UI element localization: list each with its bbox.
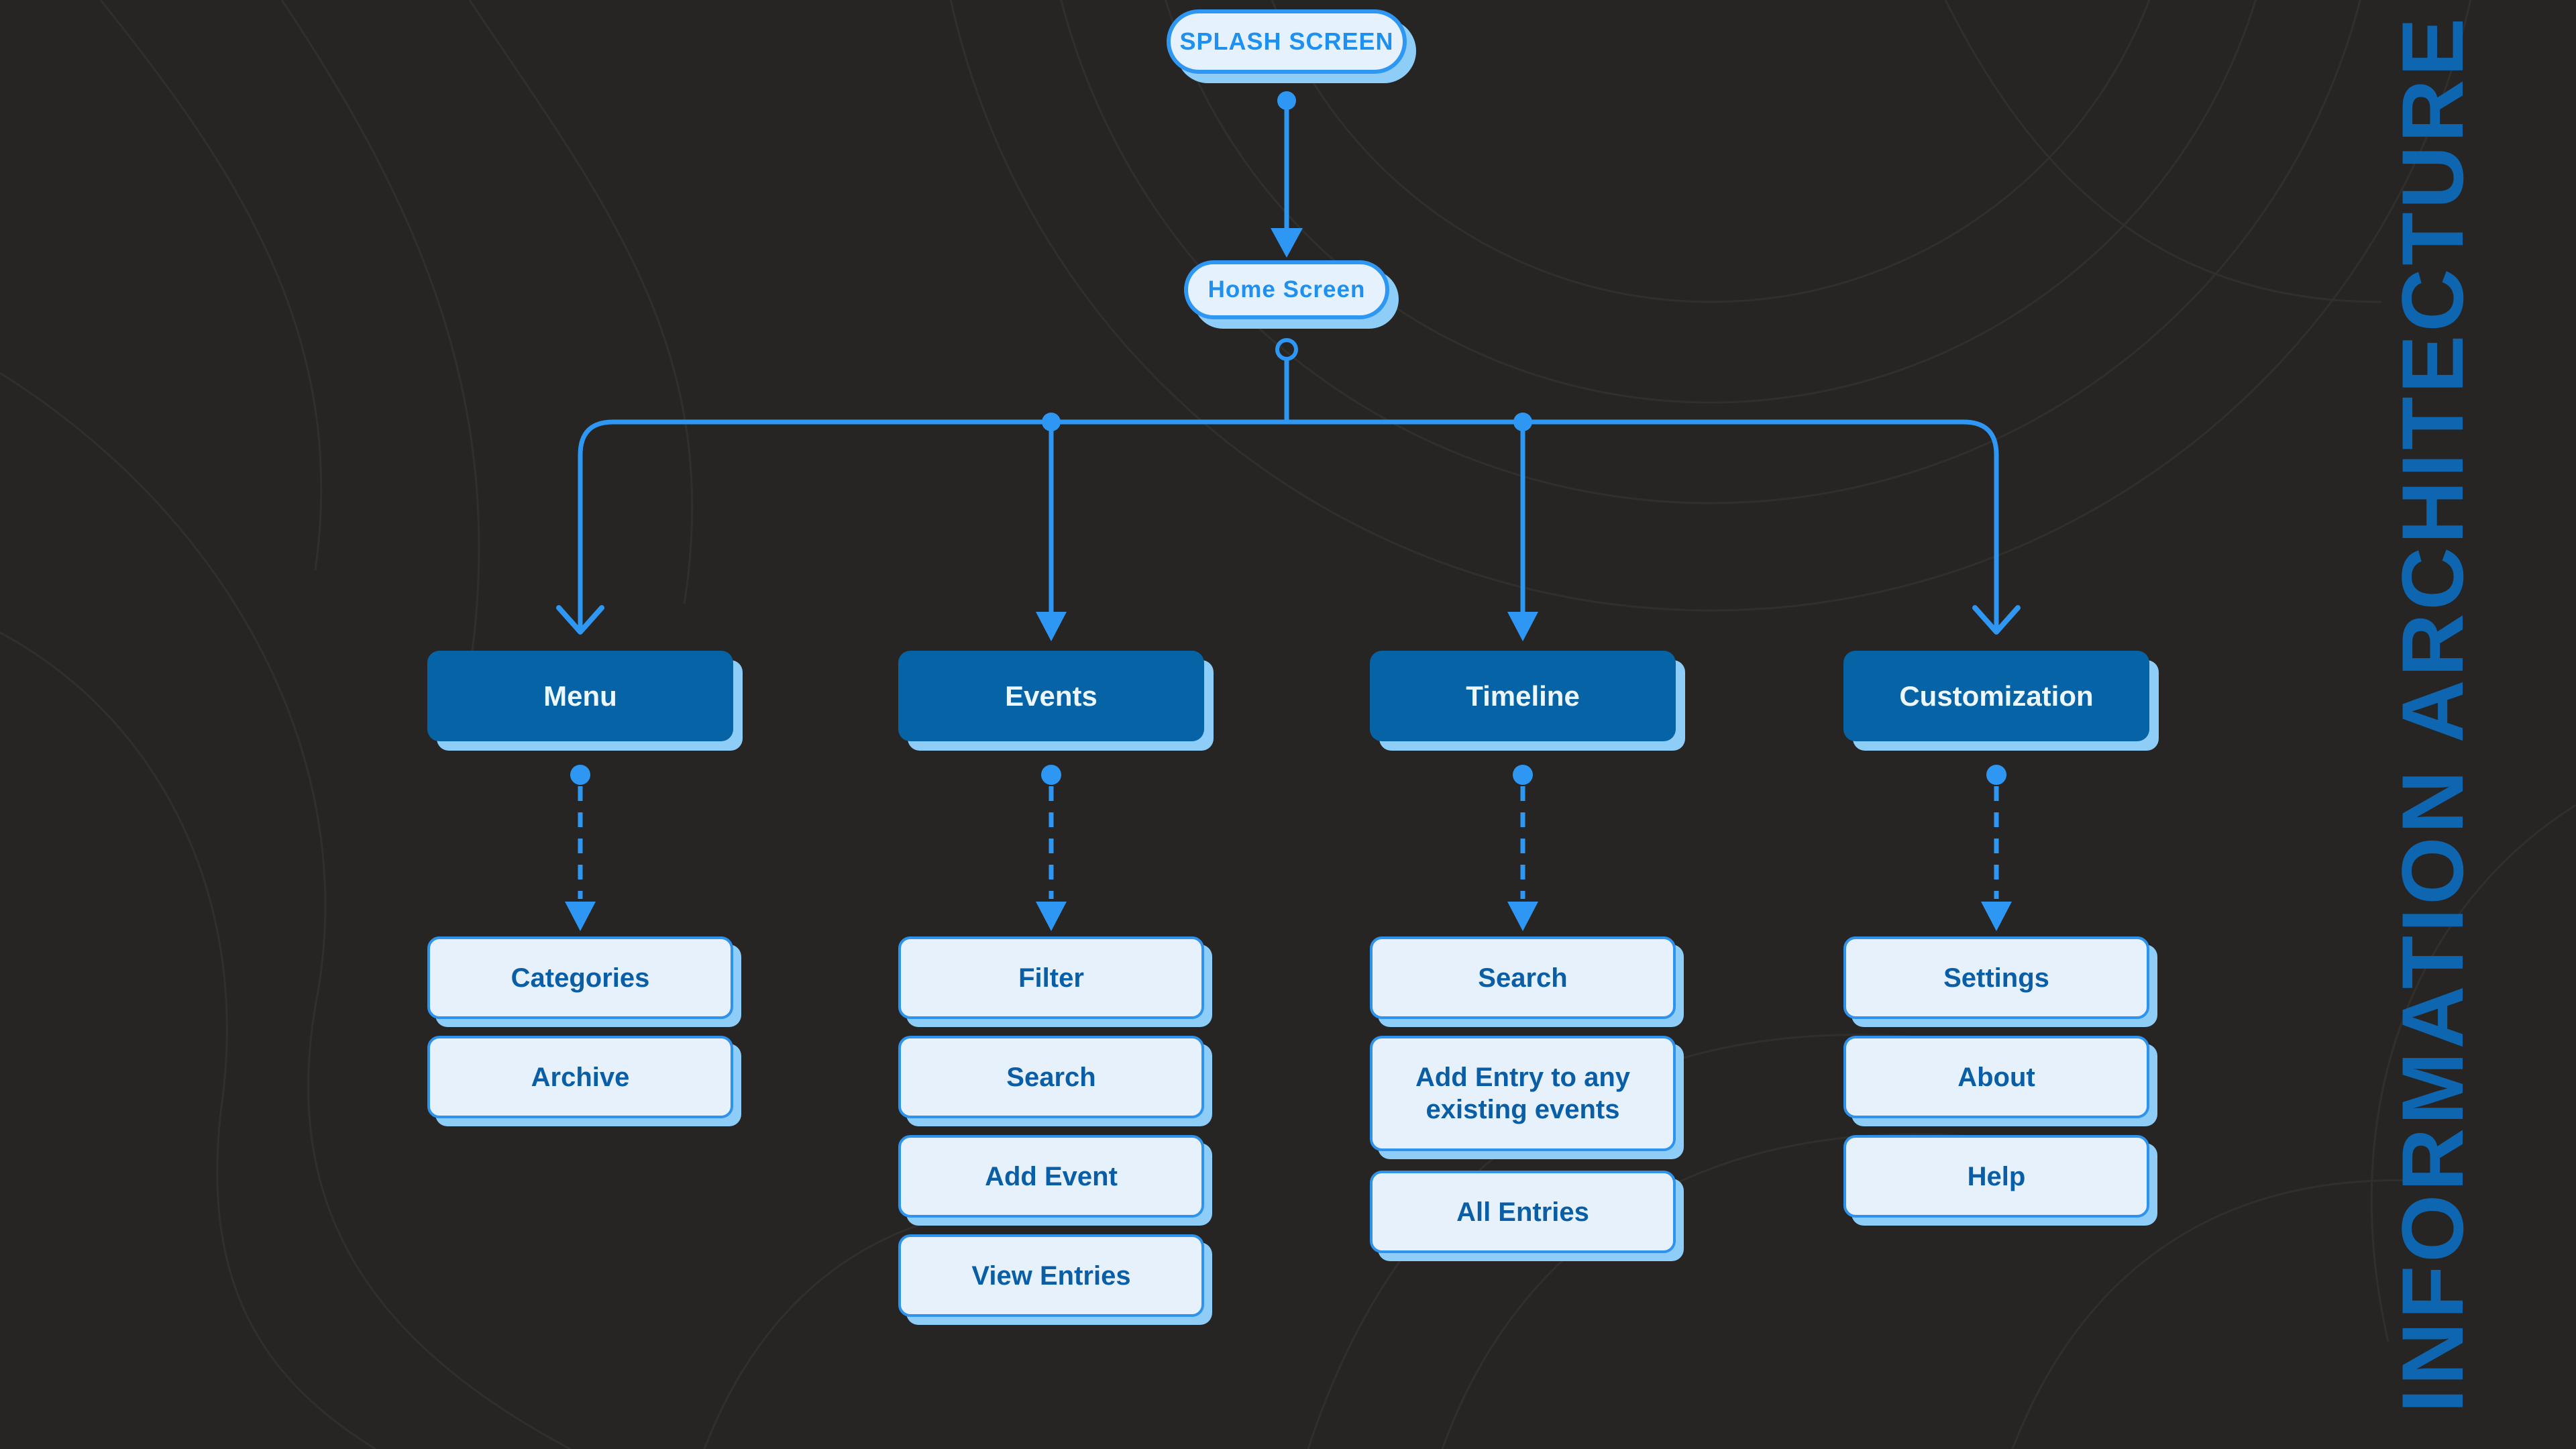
connector-dot: [1277, 91, 1296, 110]
dashed-drop-customization: [1981, 765, 2012, 931]
side-title-vertical: INFORMATION ARCHITECTURE: [2383, 14, 2481, 1413]
node-events-add-event: Add Event: [898, 1135, 1204, 1218]
node-customization-about: About: [1843, 1036, 2149, 1118]
node-events: Events: [898, 651, 1204, 741]
connector-ring: [1275, 338, 1298, 361]
node-timeline-add-entry: Add Entry to any existing events: [1370, 1036, 1676, 1151]
arrowhead-filled: [1507, 612, 1538, 641]
branch-rail: [578, 419, 1999, 455]
node-timeline-search: Search: [1370, 936, 1676, 1019]
connector-dot: [1513, 413, 1532, 431]
dashed-drop-timeline: [1507, 765, 1538, 931]
arrowhead-filled: [1271, 228, 1303, 258]
node-menu-categories: Categories: [427, 936, 733, 1019]
connector-dot: [1042, 413, 1061, 431]
arrowhead-chevron: [1972, 605, 2021, 635]
node-timeline-all-entries: All Entries: [1370, 1171, 1676, 1253]
node-customization-settings: Settings: [1843, 936, 2149, 1019]
node-menu-archive: Archive: [427, 1036, 733, 1118]
node-timeline: Timeline: [1370, 651, 1676, 741]
node-events-view-entries: View Entries: [898, 1234, 1204, 1317]
node-events-search: Search: [898, 1036, 1204, 1118]
node-splash-screen: SPLASH SCREEN: [1167, 9, 1407, 74]
node-menu: Menu: [427, 651, 733, 741]
node-home-screen: Home Screen: [1184, 260, 1389, 319]
dashed-drop-menu: [565, 765, 596, 931]
node-events-filter: Filter: [898, 936, 1204, 1019]
node-customization: Customization: [1843, 651, 2149, 741]
arrowhead-filled: [1036, 612, 1067, 641]
arrowhead-chevron: [556, 605, 604, 635]
dashed-drop-events: [1036, 765, 1067, 931]
node-customization-help: Help: [1843, 1135, 2149, 1218]
